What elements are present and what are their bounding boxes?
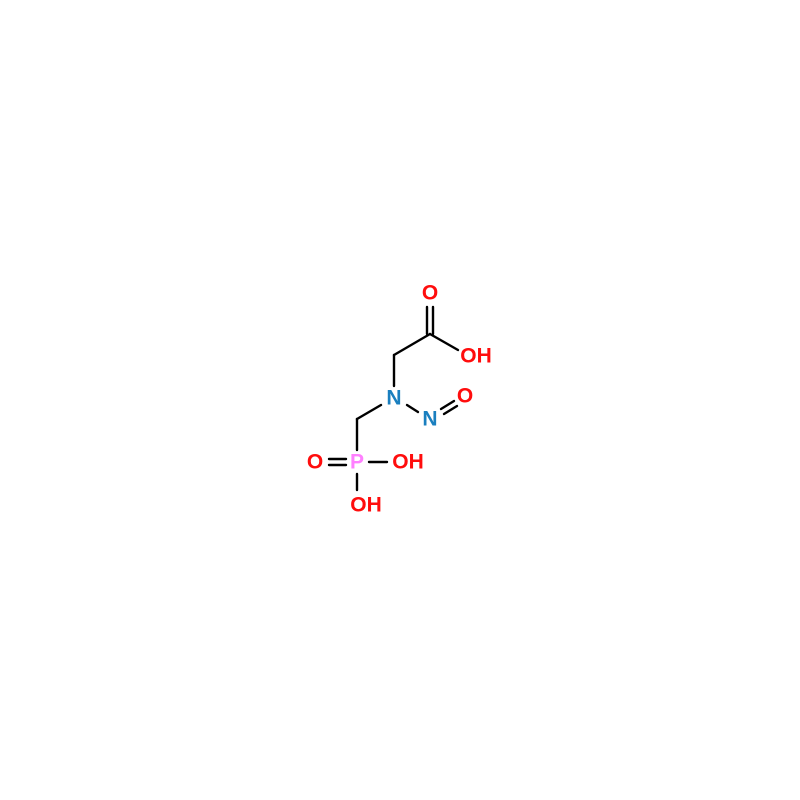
bond-c-oh — [428, 332, 460, 352]
bond-n-ch2 — [355, 403, 383, 421]
atom-p: P — [350, 451, 364, 474]
bond-n-o-double-2 — [442, 404, 459, 416]
atom-n-nitroso: N — [422, 408, 437, 431]
atom-oh-p-bottom: OH — [350, 494, 382, 517]
atom-oh-p-right: OH — [392, 451, 424, 474]
atom-oh-carboxyl: OH — [460, 345, 492, 368]
bonds — [327, 305, 460, 492]
bond-n-o-double-1 — [439, 399, 456, 411]
atom-o-phosphoryl: O — [307, 451, 323, 474]
bond-c-ch2 — [392, 332, 432, 357]
atom-o-carbonyl: O — [422, 282, 438, 305]
atom-labels: O OH N N O P O OH OH — [307, 282, 492, 517]
bond-n-n — [405, 403, 420, 414]
atom-o-nitroso: O — [457, 385, 473, 408]
atom-n-amine: N — [386, 387, 401, 410]
